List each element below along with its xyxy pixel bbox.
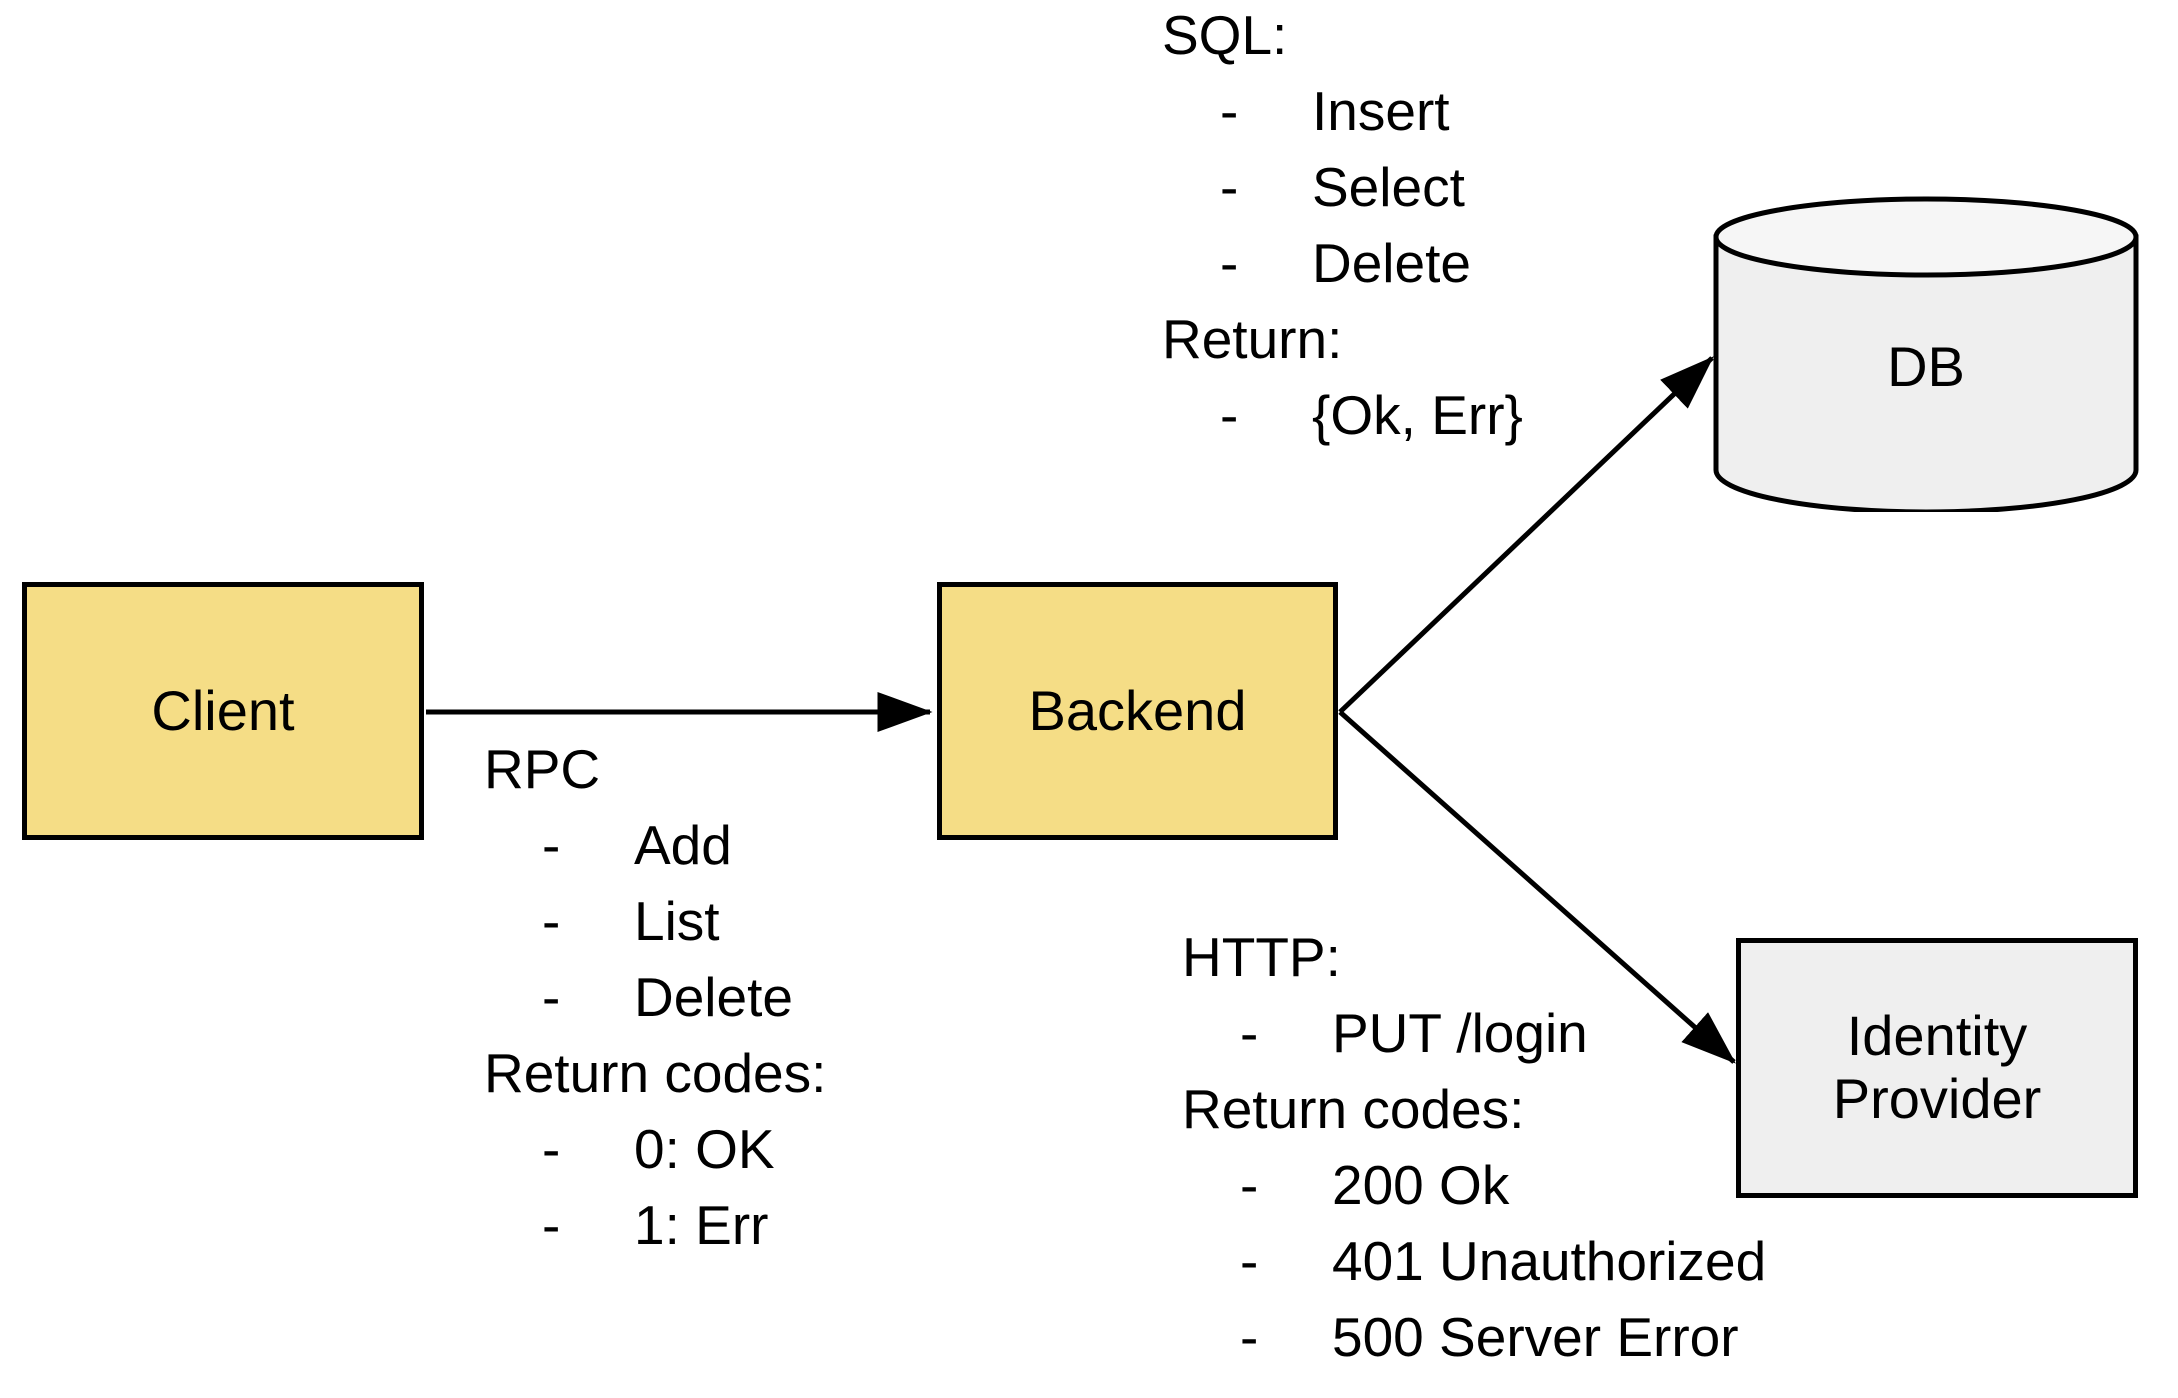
rpc-returns-heading: Return codes:: [484, 1042, 827, 1104]
bullet-dash: -: [1240, 1230, 1259, 1292]
sql-annotation: SQL: -Insert -Select -Delete Return: -{O…: [1162, 8, 1523, 443]
cylinder-shape: [1713, 196, 2139, 512]
sql-returns-heading: Return:: [1162, 308, 1343, 370]
bullet-dash: -: [542, 814, 561, 876]
node-client[interactable]: Client: [22, 582, 424, 840]
bullet-dash: -: [542, 890, 561, 952]
bullet-dash: -: [542, 966, 561, 1028]
rpc-heading: RPC: [484, 738, 601, 800]
node-client-label: Client: [151, 678, 295, 742]
node-identity-provider[interactable]: Identity Provider: [1736, 938, 2138, 1198]
http-return-item: -500 Server Error: [1182, 1310, 1766, 1365]
bullet-text: {Ok, Err}: [1312, 384, 1523, 446]
node-db[interactable]: DB: [1712, 195, 2140, 512]
sql-item: -Delete: [1162, 236, 1523, 291]
bullet-text: Add: [634, 814, 732, 876]
sql-heading: SQL:: [1162, 4, 1288, 66]
bullet-dash: -: [1220, 232, 1239, 294]
rpc-item: -Add: [484, 818, 826, 873]
rpc-annotation: RPC -Add -List -Delete Return codes: -0:…: [484, 742, 826, 1253]
bullet-dash: -: [542, 1194, 561, 1256]
rpc-return-item: -1: Err: [484, 1198, 826, 1253]
sql-item: -Select: [1162, 160, 1523, 215]
rpc-item: -Delete: [484, 970, 826, 1025]
node-identity-provider-label-line2: Provider: [1832, 1067, 2042, 1130]
bullet-dash: -: [1240, 1154, 1259, 1216]
bullet-text: Delete: [634, 966, 793, 1028]
bullet-dash: -: [1220, 384, 1239, 446]
node-backend-label: Backend: [1028, 678, 1247, 742]
bullet-dash: -: [1240, 1002, 1259, 1064]
bullet-text: Select: [1312, 156, 1465, 218]
rpc-return-item: -0: OK: [484, 1122, 826, 1177]
http-heading: HTTP:: [1182, 926, 1341, 988]
bullet-text: 0: OK: [634, 1118, 775, 1180]
bullet-text: PUT /login: [1332, 1002, 1588, 1064]
bullet-text: Insert: [1312, 80, 1450, 142]
bullet-text: Delete: [1312, 232, 1471, 294]
bullet-dash: -: [1220, 156, 1239, 218]
bullet-text: 200 Ok: [1332, 1154, 1510, 1216]
bullet-dash: -: [1220, 80, 1239, 142]
http-returns-heading: Return codes:: [1182, 1078, 1525, 1140]
node-db-label: DB: [1887, 335, 1965, 398]
bullet-text: 401 Unauthorized: [1332, 1230, 1767, 1292]
http-item: -PUT /login: [1182, 1006, 1766, 1061]
bullet-text: 1: Err: [634, 1194, 769, 1256]
http-annotation: HTTP: -PUT /login Return codes: -200 Ok …: [1182, 930, 1766, 1365]
node-backend[interactable]: Backend: [937, 582, 1338, 840]
sql-item: -Insert: [1162, 84, 1523, 139]
node-identity-provider-label-line1: Identity: [1846, 1004, 2028, 1068]
rpc-item: -List: [484, 894, 826, 949]
bullet-text: List: [634, 890, 720, 952]
bullet-text: 500 Server Error: [1332, 1306, 1739, 1368]
http-return-item: -401 Unauthorized: [1182, 1234, 1766, 1289]
sql-return-item: -{Ok, Err}: [1162, 388, 1523, 443]
bullet-dash: -: [1240, 1306, 1259, 1368]
bullet-dash: -: [542, 1118, 561, 1180]
http-return-item: -200 Ok: [1182, 1158, 1766, 1213]
